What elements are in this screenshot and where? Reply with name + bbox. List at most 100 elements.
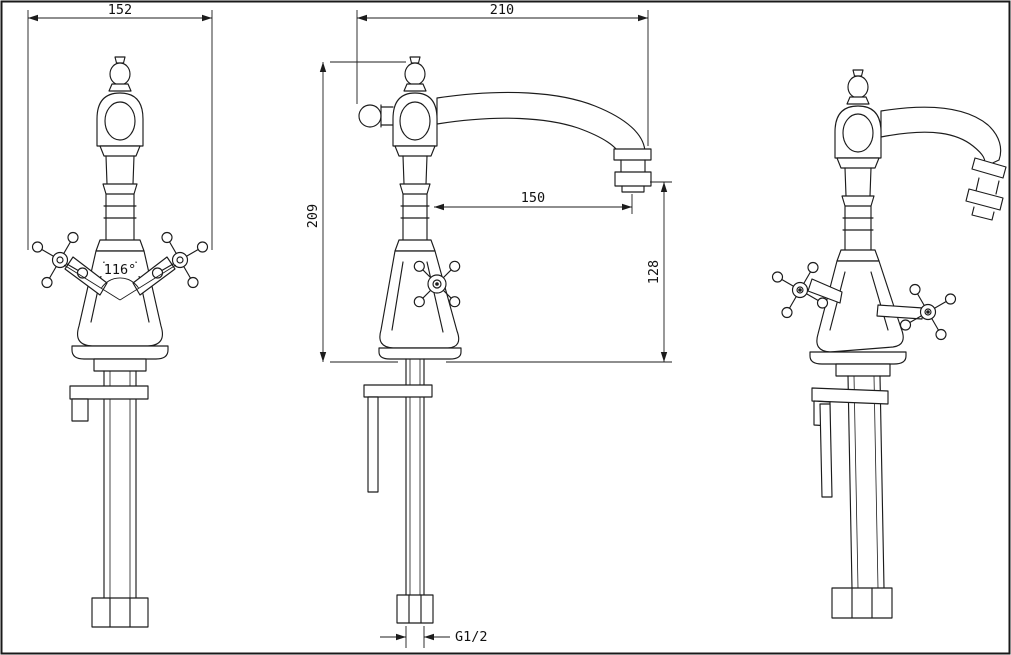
front-finial-collar — [108, 83, 132, 92]
iso-neck-lower — [844, 205, 872, 251]
front-head — [96, 92, 144, 147]
iso-head-ring — [842, 113, 874, 153]
front-right-handle-ball — [196, 241, 209, 253]
iso-left-handle-ball — [771, 271, 784, 283]
dim-overall-height: 209 — [305, 61, 406, 363]
dim-arrowhead — [319, 62, 327, 72]
dim-overall-reach-label: 210 — [490, 2, 514, 18]
front-neck-lower — [105, 193, 135, 241]
side-handle-hub-ring — [432, 279, 442, 289]
front-left-handle-hub — [51, 251, 69, 269]
dim-arrowhead — [319, 352, 327, 362]
side-handle-ball — [413, 260, 425, 272]
dim-arrowhead — [424, 633, 434, 641]
side-spout-aerator — [614, 171, 652, 187]
dim-overall-height-label: 209 — [305, 204, 321, 228]
iso-base-step — [835, 363, 891, 377]
side-deck-flange — [378, 347, 462, 360]
iso-left-handle-stem — [807, 278, 843, 304]
iso-drain-rod — [819, 403, 833, 498]
iso-right-handle-index-dot — [926, 310, 930, 314]
side-neck-upper — [402, 155, 428, 185]
side-spout-tip — [621, 185, 645, 193]
side-shank-thread-lines — [409, 359, 421, 595]
dim-thread-size: G1/2 — [380, 626, 488, 648]
side-spout-acorn-joint — [380, 104, 394, 128]
dim-arrowhead — [638, 14, 648, 22]
iso-right-handle-ball — [899, 319, 912, 331]
side-head-ring — [399, 101, 431, 141]
front-neck-upper — [105, 155, 135, 185]
side-handle — [413, 260, 461, 308]
iso-shank-thread-lines — [853, 375, 879, 589]
iso-left-handle-index-dot — [798, 288, 802, 292]
iso-right-handle-stem — [876, 304, 924, 320]
iso-shank — [847, 375, 885, 589]
side-finial-cap — [409, 56, 421, 64]
front-mounting-bracket-tab — [71, 398, 89, 422]
dim-arrowhead — [434, 203, 444, 211]
iso-finial-ball — [847, 75, 869, 99]
iso-left-handle-ball — [816, 297, 829, 309]
side-handle-ball — [449, 296, 461, 308]
front-neck-flange — [95, 239, 145, 252]
iso-left-handle — [771, 261, 843, 319]
dim-handle-angle-rays — [63, 264, 177, 301]
iso-left-handle-ball — [781, 306, 793, 319]
dim-arrowhead — [660, 182, 668, 192]
dim-arrowhead — [396, 633, 406, 641]
dim-handle-angle: 116° — [63, 262, 177, 301]
front-finial-ball — [109, 62, 131, 86]
side-shank — [405, 358, 425, 596]
iso-left-handle-hub-ring — [796, 286, 804, 294]
front-left-handle-ball — [31, 241, 44, 253]
dim-arrowhead — [202, 14, 212, 22]
iso-neck-bead — [841, 195, 875, 207]
front-left-handle-ball — [41, 276, 53, 289]
iso-neck-flange — [836, 249, 880, 262]
dim-arrowhead — [28, 14, 38, 22]
iso-head-collar — [836, 157, 880, 169]
iso-right-handle-hub-ring — [924, 308, 932, 316]
side-handle-index-dot — [435, 282, 439, 286]
dim-front-width-extensions — [27, 10, 213, 250]
dim-spout-height-extensions — [446, 181, 672, 363]
dim-spout-reach: 150 — [434, 190, 633, 214]
side-spout-collar — [613, 148, 652, 161]
side-view — [358, 56, 652, 624]
iso-body — [816, 260, 904, 353]
dim-spout-reach-label: 150 — [521, 190, 545, 206]
front-shank — [103, 370, 137, 599]
iso-spout-collar — [971, 157, 1007, 179]
front-finial-cap — [114, 56, 126, 64]
iso-right-handle — [876, 283, 957, 341]
iso-deck-flange — [809, 351, 907, 365]
front-right-handle-hub — [171, 251, 189, 269]
dim-arrowhead — [622, 203, 632, 211]
isometric-view — [771, 69, 1007, 619]
side-spout-end-cap — [358, 104, 394, 128]
dim-spout-height-label: 128 — [646, 260, 662, 284]
iso-left-handle-spokes — [776, 266, 824, 314]
dim-arrowhead — [357, 14, 367, 22]
side-neck-flange — [394, 239, 436, 252]
side-head-collar — [394, 145, 436, 157]
side-handle-spokes — [418, 265, 456, 303]
front-left-handle-spokes — [36, 236, 84, 284]
iso-left-handle-ball — [807, 261, 819, 274]
dim-overall-height-extensions — [330, 61, 406, 363]
side-drain-rod — [367, 396, 379, 493]
front-hex-nut — [91, 597, 149, 628]
dim-handle-angle-label-mask — [100, 263, 140, 276]
front-left-handle-hub-center — [56, 256, 64, 264]
side-handle-ball — [449, 260, 461, 272]
iso-mounting-bracket — [811, 387, 889, 405]
dim-overall-reach-extensions — [356, 10, 649, 146]
side-neck-rings — [400, 205, 430, 219]
dim-thread-size-label: G1/2 — [455, 629, 488, 645]
front-hex-nut-facets — [109, 597, 131, 628]
iso-right-handle-ball — [909, 283, 921, 296]
side-neck-bead — [399, 183, 431, 195]
side-hex-nut — [396, 594, 434, 624]
